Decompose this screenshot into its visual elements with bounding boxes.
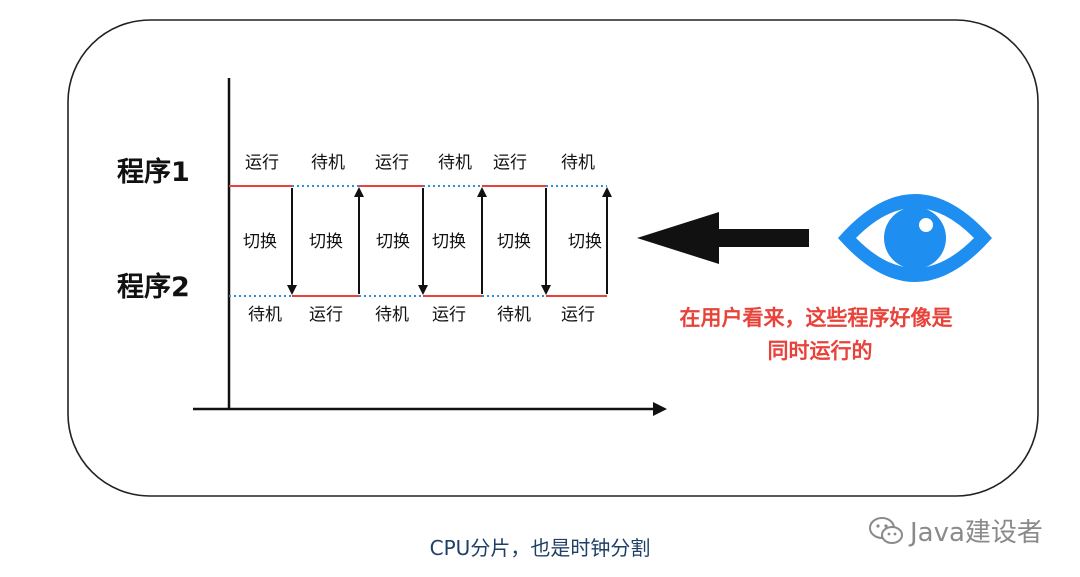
p1-state-label: 运行 [245,153,279,173]
switch-arrowhead [602,187,612,197]
switch-label: 切换 [497,232,531,252]
p2-state-label: 待机 [375,305,409,325]
observation-note-line-1: 在用户看来，这些程序好像是 [680,306,953,330]
observer-arrow [637,212,809,264]
wechat-icon [869,516,903,544]
switch-arrowhead [354,187,364,197]
switch-arrowhead [287,285,297,295]
switch-label: 切换 [432,232,466,252]
observer-arrow-shaft [712,229,809,247]
diagram-frame [67,19,1039,497]
p1-state-label: 待机 [561,153,595,173]
observer-arrow-head [637,212,719,264]
switch-arrowhead [477,187,487,197]
p2-state-label: 运行 [432,305,466,325]
switch-arrowhead [418,285,428,295]
p2-state-label: 运行 [561,305,595,325]
p1-state-label: 运行 [493,153,527,173]
switch-arrowhead [541,285,551,295]
p2-state-label: 待机 [497,305,531,325]
observation-note-line-2: 同时运行的 [768,339,873,363]
p2-state-label: 待机 [248,305,282,325]
eye-icon [838,194,992,282]
program-1-label: 程序1 [117,156,190,188]
switch-label: 切换 [376,232,410,252]
switch-label: 切换 [309,232,343,252]
figure-caption: CPU分片，也是时钟分割 [429,536,651,560]
program-2-label: 程序2 [117,271,190,303]
switch-label: 切换 [243,232,277,252]
p2-state-label: 运行 [309,305,343,325]
x-axis-arrowhead [653,402,667,416]
switch-label: 切换 [568,232,602,252]
p1-state-label: 待机 [311,153,345,173]
p1-state-label: 待机 [438,153,472,173]
p1-state-label: 运行 [375,153,409,173]
watermark: Java建设者 [868,512,1043,549]
watermark-text: Java建设者 [910,518,1043,548]
